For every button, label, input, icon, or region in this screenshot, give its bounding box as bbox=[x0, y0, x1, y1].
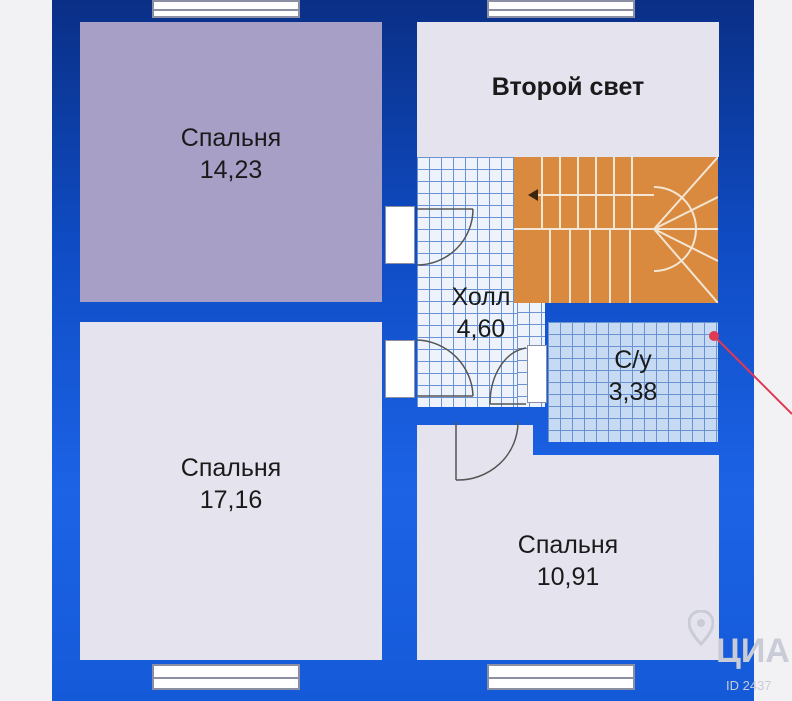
pointer-line bbox=[709, 331, 792, 415]
door-swing-bedroom-3 bbox=[455, 421, 519, 481]
staircase bbox=[514, 157, 718, 303]
door-swing-bedroom-2 bbox=[416, 339, 474, 397]
window-bottom-left bbox=[152, 664, 300, 690]
watermark-id: ID 2437 bbox=[726, 678, 772, 693]
room-bedroom-1: Спальня 14,23 bbox=[80, 22, 382, 302]
room-hall-area: 4,60 bbox=[456, 315, 506, 343]
door-opening-bedroom-1 bbox=[385, 206, 415, 264]
door-opening-bathroom bbox=[527, 345, 547, 403]
room-bathroom: С/у 3,38 bbox=[548, 322, 718, 442]
room-bedroom-2-name: Спальня bbox=[180, 454, 282, 482]
door-swing-bathroom bbox=[489, 347, 527, 405]
door-swing-bedroom-1 bbox=[416, 208, 474, 266]
door-opening-bedroom-2 bbox=[385, 340, 415, 398]
room-bedroom-1-area: 14,23 bbox=[199, 156, 263, 184]
location-pin-icon bbox=[688, 610, 714, 646]
room-bathroom-area: 3,38 bbox=[608, 378, 658, 406]
room-bedroom-3: Спальня 10,91 bbox=[417, 455, 719, 660]
room-bedroom-1-name: Спальня bbox=[180, 124, 282, 152]
watermark-text: ЦИА bbox=[716, 632, 790, 670]
room-bathroom-name: С/у bbox=[614, 346, 652, 374]
window-top-left bbox=[152, 0, 300, 18]
window-bottom-right bbox=[487, 664, 635, 690]
room-bedroom-3-area: 10,91 bbox=[536, 563, 600, 591]
room-bedroom-2: Спальня 17,16 bbox=[80, 322, 382, 660]
room-second-light: Второй свет bbox=[417, 22, 719, 157]
room-bedroom-3-name: Спальня bbox=[517, 531, 619, 559]
room-hall-name: Холл bbox=[451, 283, 511, 311]
room-second-light-name: Второй свет bbox=[491, 73, 645, 101]
stair-arrow-icon bbox=[528, 189, 538, 201]
room-bedroom-3-notch bbox=[417, 425, 533, 459]
window-top-right bbox=[487, 0, 635, 18]
room-bedroom-2-area: 17,16 bbox=[199, 486, 263, 514]
